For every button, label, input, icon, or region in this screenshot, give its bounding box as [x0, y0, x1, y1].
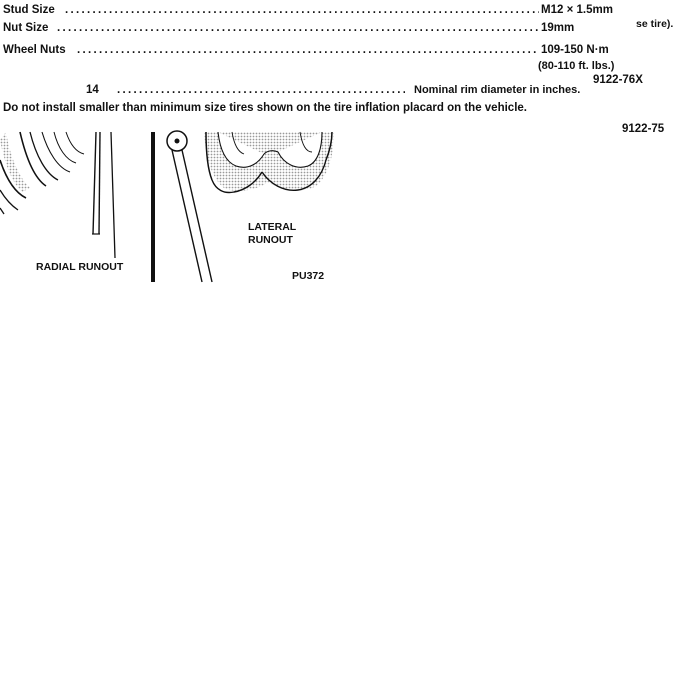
lateral-dial-indicator [166, 130, 213, 283]
spec-label: Nut Size [3, 22, 49, 34]
wheel-nuts-imperial: (80-110 ft. lbs.) [538, 60, 615, 72]
leader-dots: ........................................… [57, 22, 539, 34]
spec-label: Stud Size [3, 4, 55, 16]
radial-runout-label: RADIAL RUNOUT [36, 261, 124, 273]
side-text-fragment: se tire). [636, 18, 674, 30]
leader-dots: ........................................… [117, 85, 405, 96]
lateral-runout-label-2: RUNOUT [248, 234, 293, 246]
lateral-runout-label-1: LATERAL [248, 221, 297, 233]
leader-dots: ........................................… [77, 44, 539, 56]
spec-label: Wheel Nuts [3, 44, 66, 56]
spec-row-nut-size: Nut Size ...............................… [3, 22, 643, 36]
tire-right-illustration [204, 131, 334, 194]
rim-description: Nominal rim diameter in inches. [414, 84, 581, 96]
leader-dots: ........................................… [65, 4, 539, 16]
fig-code-2: 9122-75 [622, 123, 665, 135]
warning-text: Do not install smaller than minimum size… [3, 102, 527, 114]
spec-row-wheel-nuts: Wheel Nuts .............................… [3, 44, 643, 58]
tire-left-illustration [0, 131, 88, 215]
radial-dial-indicator [92, 131, 116, 259]
spec-value: 19mm [541, 22, 575, 34]
figure-code: PU372 [292, 270, 325, 282]
spec-row-stud-size: Stud Size ..............................… [3, 4, 643, 18]
fig-code-1: 9122-76X [593, 74, 643, 86]
rim-code: 14 [86, 84, 99, 96]
figure-divider [151, 132, 155, 282]
spec-value: M12 × 1.5mm [541, 4, 613, 16]
spec-value: 109-150 N·m [541, 44, 609, 56]
